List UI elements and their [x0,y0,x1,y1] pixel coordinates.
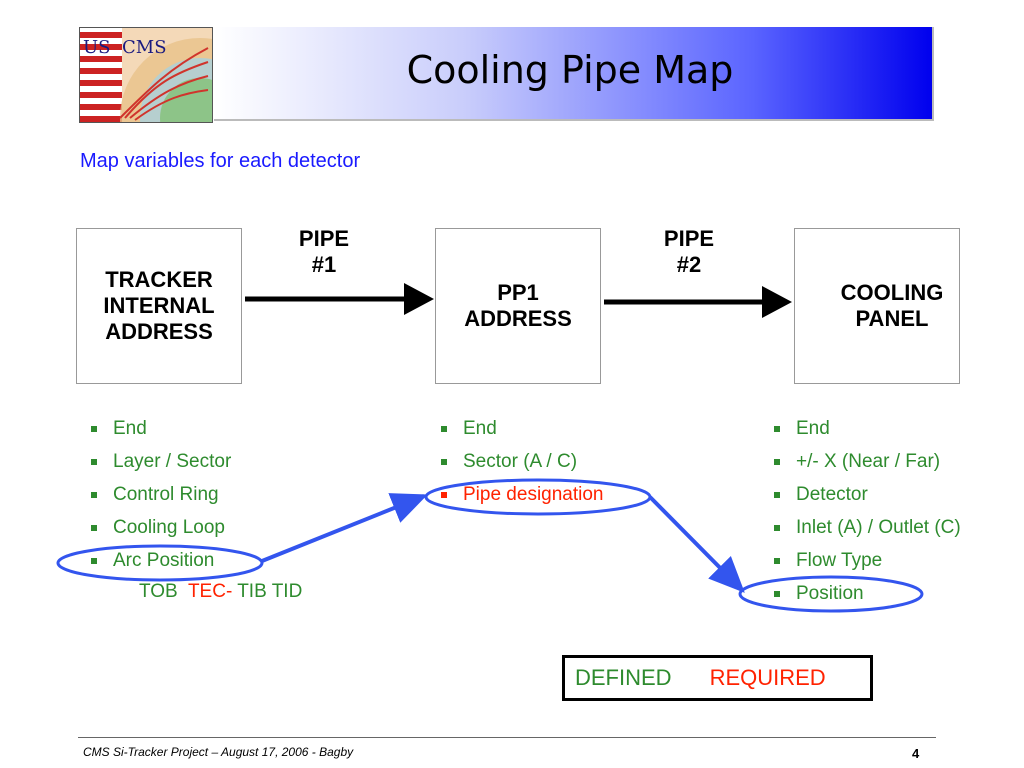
list-item: End [438,418,604,451]
list-item: Position [771,583,961,616]
pipe-to-position-arrow [648,495,745,593]
list-item: Sector (A / C) [438,451,604,484]
page-number: 4 [912,746,920,761]
bullet-icon [91,558,97,564]
bullet-icon [774,492,780,498]
bullet-icon [91,525,97,531]
list-item-text: Cooling Loop [113,517,225,538]
arc-position-subtypes: TOB TEC- TIB TID [139,581,302,603]
title-bar [214,27,934,121]
us-cms-logo: US CMS [79,27,213,123]
logo-lettering: US [83,37,111,58]
subtitle: Map variables for each detector [80,150,361,172]
list-item-text: Flow Type [796,550,883,571]
list-item-text: Position [796,583,864,604]
box-label: COOLING PANEL [840,280,944,331]
bullet-icon [441,459,447,465]
list-item-text: Layer / Sector [113,451,232,472]
pipe-1-label: PIPE #1 [298,226,350,277]
list-item-text: Sector (A / C) [463,451,578,472]
subtype-tec: TEC- [187,581,233,602]
list-item-text: +/- X (Near / Far) [796,451,941,472]
list-item-text: Arc Position [113,550,215,571]
bullet-icon [91,459,97,465]
list-item-text: End [463,418,497,439]
list-item: Detector [771,484,961,517]
list-item: End [88,418,231,451]
list-item: Arc Position [88,550,231,583]
footer-text: CMS Si-Tracker Project – August 17, 2006… [83,745,354,759]
legend-defined: DEFINED [575,665,672,690]
pp1-address-box: PP1 ADDRESS [435,228,601,384]
list-item-text: Detector [796,484,868,505]
list-item: Layer / Sector [88,451,231,484]
subtype-tob: TOB [139,581,178,602]
cooling-panel-box: COOLING PANEL [794,228,960,384]
pipe-2-label: PIPE #2 [663,226,715,277]
list-item: Inlet (A) / Outlet (C) [771,517,961,550]
bullet-icon [774,591,780,597]
list-item-text: Control Ring [113,484,219,505]
list-item-text: End [796,418,830,439]
list-item: Pipe designation [438,484,604,517]
tracker-internal-address-box: TRACKER INTERNAL ADDRESS [76,228,242,384]
subtype-tib-tid: TIB TID [237,581,303,602]
pipe-2-arrow [604,286,792,318]
list-item: Control Ring [88,484,231,517]
list-item: +/- X (Near / Far) [771,451,961,484]
arc-position-highlight [56,544,264,582]
list-item-text: Pipe designation [463,484,604,505]
bullet-icon [774,459,780,465]
bullet-icon [91,426,97,432]
list-item: Cooling Loop [88,517,231,550]
bullet-icon [774,426,780,432]
bullet-icon [774,525,780,531]
bullet-icon [774,558,780,564]
page-title: Cooling Pipe Map [406,48,734,92]
arc-to-pipe-arrow [261,493,428,563]
pipe-1-arrow [245,283,434,315]
legend-box: DEFINED REQUIRED [562,655,873,701]
bullet-icon [441,426,447,432]
legend-required: REQUIRED [709,665,826,690]
position-highlight [738,575,924,613]
list-item: End [771,418,961,451]
list-item-text: End [113,418,147,439]
us-cms-logo-graphic: US CMS [80,28,212,122]
svg-text:CMS: CMS [122,37,167,58]
bullet-icon [91,492,97,498]
box-label: TRACKER INTERNAL ADDRESS [103,267,215,344]
box-label: PP1 ADDRESS [464,280,572,331]
footer-divider [78,737,936,738]
list-item-text: Inlet (A) / Outlet (C) [796,517,961,538]
list-item: Flow Type [771,550,961,583]
bullet-icon [441,492,447,498]
